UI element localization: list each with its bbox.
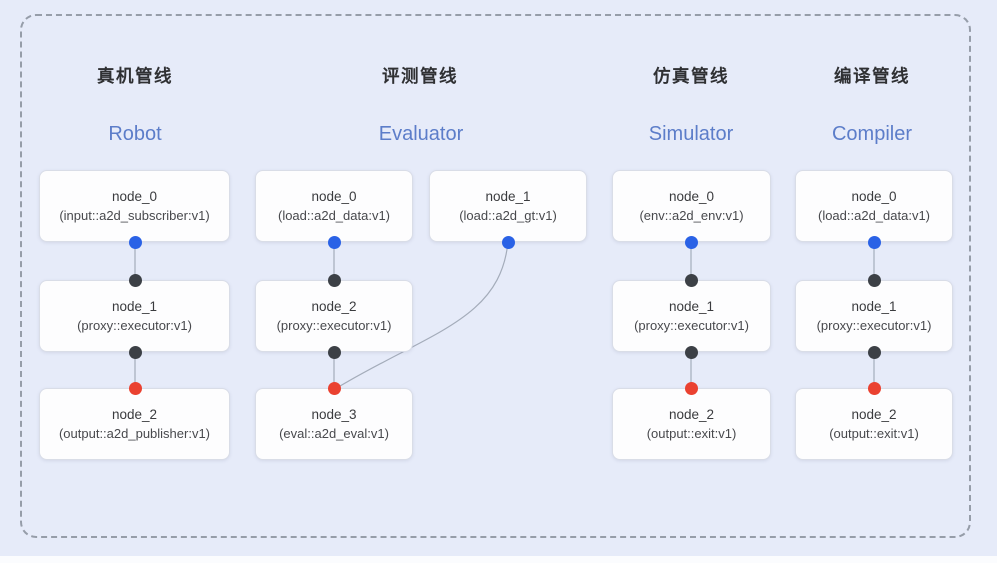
node-name: node_1: [485, 189, 531, 205]
pipeline-compiler-title-en: Compiler: [831, 123, 913, 145]
port-dot-dark: [867, 345, 881, 359]
node-param: (load::a2d_data:v1): [817, 207, 931, 223]
node-box-compiler-node-2: node_2 (output::exit:v1): [795, 388, 953, 460]
port-dot-dark: [684, 273, 698, 287]
node-param: (load::a2d_data:v1): [277, 207, 391, 223]
node-name: node_1: [668, 299, 715, 315]
port-dot-dark: [327, 345, 341, 359]
port-dot-red: [128, 381, 142, 395]
pipeline-robot-title-zh: 真机管线: [97, 66, 173, 86]
node-box-robot-node-2: node_2 (output::a2d_publisher:v1): [39, 388, 230, 460]
node-param: (proxy::executor:v1): [77, 317, 192, 333]
bottom-strip: [0, 556, 997, 563]
node-name: node_2: [668, 407, 715, 423]
port-dot-blue: [684, 235, 698, 249]
node-name: node_0: [111, 189, 158, 205]
node-param: (output::a2d_publisher:v1): [58, 425, 211, 441]
node-param: (proxy::executor:v1): [634, 317, 749, 333]
node-box-evaluator-node-1: node_1 (load::a2d_gt:v1): [429, 170, 587, 242]
pipeline-compiler-title-zh: 编译管线: [834, 66, 910, 86]
node-name: node_1: [851, 299, 897, 315]
port-dot-dark: [128, 345, 142, 359]
pipeline-simulator-title-en: Simulator: [648, 123, 734, 145]
node-param: (input::a2d_subscriber:v1): [59, 207, 210, 223]
node-param: (output::exit:v1): [646, 425, 737, 441]
port-dot-red: [684, 381, 698, 395]
port-dot-dark: [684, 345, 698, 359]
node-box-robot-node-1: node_1 (proxy::executor:v1): [39, 280, 230, 352]
node-name: node_2: [111, 407, 158, 423]
node-box-simulator-node-1: node_1 (proxy::executor:v1): [612, 280, 771, 352]
node-box-compiler-node-0: node_0 (load::a2d_data:v1): [795, 170, 953, 242]
node-box-compiler-node-1: node_1 (proxy::executor:v1): [795, 280, 953, 352]
port-dot-blue: [128, 235, 142, 249]
node-param: (proxy::executor:v1): [816, 317, 932, 333]
node-box-evaluator-node-0: node_0 (load::a2d_data:v1): [255, 170, 413, 242]
node-box-simulator-node-2: node_2 (output::exit:v1): [612, 388, 771, 460]
edge-eval-n1-n3-curve: [334, 241, 509, 390]
dashed-frame: [20, 14, 971, 538]
pipeline-evaluator-title-zh: 评测管线: [382, 66, 458, 86]
port-dot-blue: [327, 235, 341, 249]
node-box-evaluator-node-3: node_3 (eval::a2d_eval:v1): [255, 388, 413, 460]
port-dot-blue: [867, 235, 881, 249]
node-box-evaluator-node-2: node_2 (proxy::executor:v1): [255, 280, 413, 352]
pipeline-simulator-title-zh: 仿真管线: [653, 66, 729, 86]
node-param: (env::a2d_env:v1): [639, 207, 744, 223]
node-name: node_3: [311, 407, 357, 423]
node-name: node_2: [851, 407, 897, 423]
node-name: node_0: [668, 189, 715, 205]
port-dot-dark: [867, 273, 881, 287]
node-name: node_0: [851, 189, 897, 205]
port-dot-dark: [327, 273, 341, 287]
port-dot-red: [327, 381, 341, 395]
pipeline-robot-title-en: Robot: [108, 123, 162, 145]
node-param: (proxy::executor:v1): [276, 317, 392, 333]
node-name: node_1: [111, 299, 158, 315]
node-param: (output::exit:v1): [829, 425, 919, 441]
node-box-simulator-node-0: node_0 (env::a2d_env:v1): [612, 170, 771, 242]
node-param: (eval::a2d_eval:v1): [279, 425, 389, 441]
port-dot-dark: [128, 273, 142, 287]
node-param: (load::a2d_gt:v1): [459, 207, 557, 223]
node-box-robot-node-0: node_0 (input::a2d_subscriber:v1): [39, 170, 230, 242]
port-dot-red: [867, 381, 881, 395]
port-dot-blue: [501, 235, 515, 249]
pipeline-evaluator-title-en: Evaluator: [378, 123, 464, 145]
node-name: node_2: [311, 299, 357, 315]
node-name: node_0: [311, 189, 357, 205]
